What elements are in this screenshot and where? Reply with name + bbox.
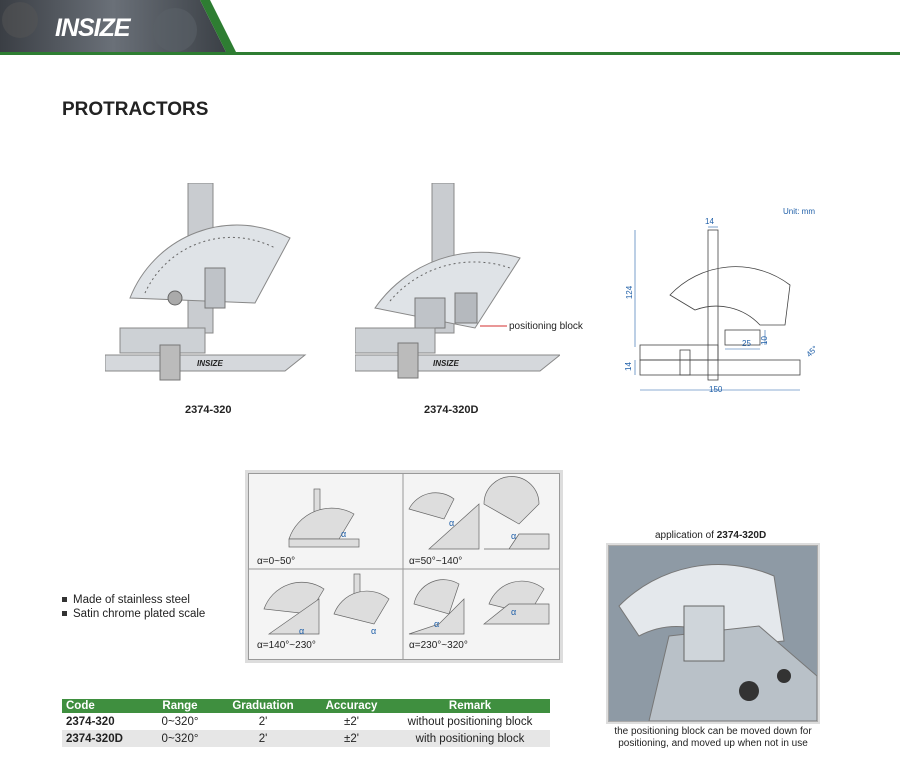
alpha-symbol-1: α [341,529,347,539]
application-note-line: the positioning block can be moved down … [614,726,812,737]
alpha-symbol-5: α [371,626,377,636]
dim-block-height: 10 [759,336,769,345]
protractor-2374-320D-image: INSIZE [355,183,560,379]
application-photo-graphic [609,546,817,721]
product-code-1: 2374-320 [185,404,232,416]
protractor-2374-320-image: INSIZE [105,183,307,381]
dim-block-width: 25 [742,339,751,348]
product-code-2: 2374-320D [424,404,479,416]
cell-accuracy: ±2' [313,730,390,747]
brand-logo[interactable]: INSIZE [55,14,131,42]
cell-graduation: 2' [213,730,313,747]
usage-diagrams-graphic [249,474,559,659]
alpha-symbol-2: α [449,518,455,528]
application-code: 2374-320D [716,530,767,541]
col-accuracy: Accuracy [313,699,390,713]
application-prefix: application of [655,530,714,541]
spec-table: Code Range Graduation Accuracy Remark 23… [62,699,550,747]
protractor-logo: INSIZE [433,359,459,368]
unit-label: Unit: mm [783,207,815,216]
header-graphic [0,0,236,52]
diagram-label-4: α=230°~320° [409,640,468,651]
alpha-symbol-4: α [299,626,305,636]
application-note: the positioning block can be moved down … [608,726,818,750]
positioning-block-callout: positioning block [509,321,583,332]
feature-item: Satin chrome plated scale [62,607,205,621]
dim-height: 124 [625,285,635,300]
feature-item: Made of stainless steel [62,593,205,607]
table-header-row: Code Range Graduation Accuracy Remark [62,699,550,713]
col-graduation: Graduation [213,699,313,713]
dim-top-width: 14 [705,217,714,226]
application-note-line: positioning, and moved up when not in us… [618,738,808,749]
diagram-label-3: α=140°~230° [257,640,316,651]
cell-remark: without positioning block [390,713,550,730]
cell-range: 0~320° [147,713,213,730]
page-title: PROTRACTORS [62,99,209,120]
application-caption: application of 2374-320D [655,530,766,541]
alpha-symbol-3: α [511,531,517,541]
header-divider [0,52,900,55]
dim-length: 150 [709,385,723,394]
col-remark: Remark [390,699,550,713]
cell-range: 0~320° [147,730,213,747]
alpha-symbol-6: α [434,619,440,629]
usage-diagrams: α=0~50° α=50°~140° α=140°~230° α=230°~32… [248,473,560,660]
application-photo [608,545,818,722]
diagram-label-1: α=0~50° [257,556,296,567]
header-band [0,0,900,55]
dim-base-height: 14 [623,362,633,371]
cell-remark: with positioning block [390,730,550,747]
cell-code: 2374-320 [62,713,147,730]
col-code: Code [62,699,147,713]
cell-code: 2374-320D [62,730,147,747]
table-row: 2374-320D 0~320° 2' ±2' with positioning… [62,730,550,747]
cell-accuracy: ±2' [313,713,390,730]
diagram-label-2: α=50°~140° [409,556,463,567]
feature-list: Made of stainless steel Satin chrome pla… [62,593,205,621]
cell-graduation: 2' [213,713,313,730]
col-range: Range [147,699,213,713]
technical-drawing [634,226,801,391]
alpha-symbol-7: α [511,607,517,617]
protractor-logo: INSIZE [197,359,223,368]
table-row: 2374-320 0~320° 2' ±2' without positioni… [62,713,550,730]
